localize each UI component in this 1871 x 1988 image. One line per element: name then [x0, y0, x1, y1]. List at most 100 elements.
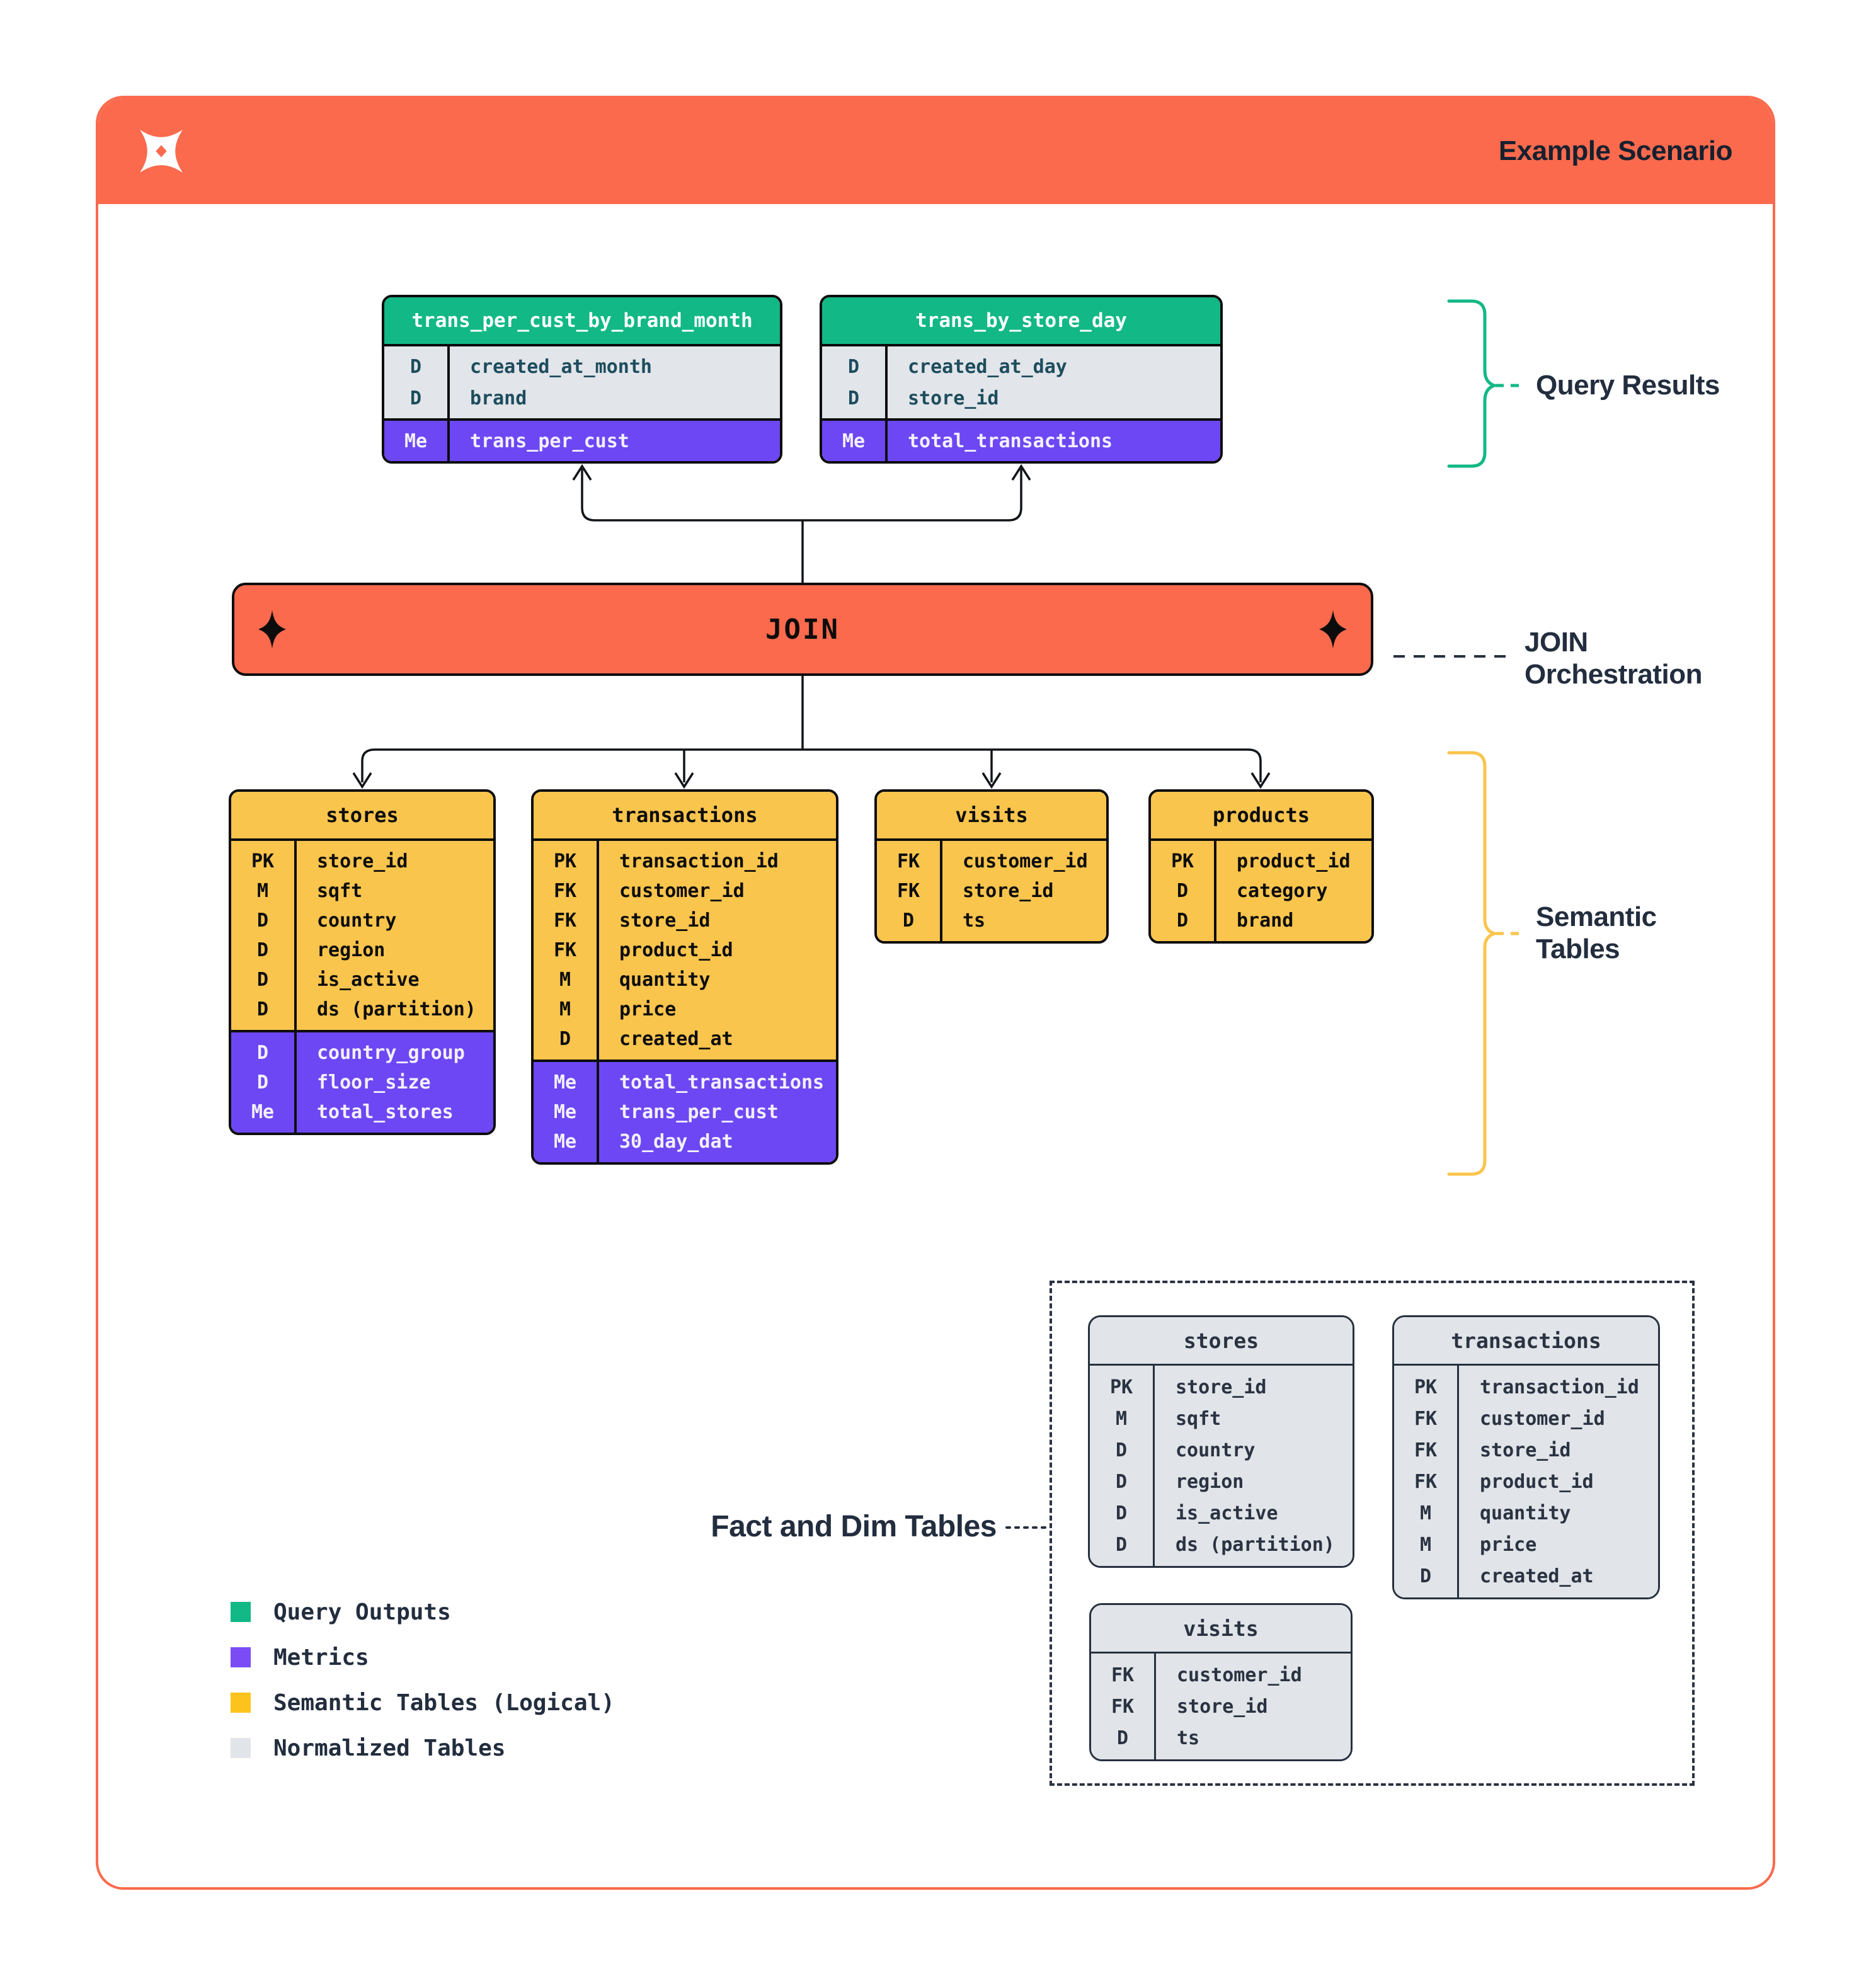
row-name: region: [317, 939, 386, 961]
row-key: FK: [553, 939, 577, 961]
row-key: D: [1115, 1502, 1128, 1524]
legend-swatch: [231, 1602, 251, 1622]
row-key: D: [559, 1028, 571, 1050]
row-key: FK: [1111, 1695, 1135, 1718]
row-key: M: [559, 998, 571, 1020]
row-key: FK: [1414, 1470, 1438, 1493]
table-title: transactions: [1394, 1317, 1658, 1366]
row-name: sqft: [1176, 1407, 1222, 1430]
key-column-divider: [1214, 841, 1216, 941]
row-key: D: [1176, 880, 1189, 902]
row-name: product_id: [1480, 1470, 1594, 1493]
row-name: ts: [1177, 1727, 1200, 1749]
row-key: FK: [1414, 1439, 1438, 1461]
row-name: ds (partition): [317, 998, 476, 1020]
row-key: M: [1419, 1502, 1432, 1524]
table-row: PK store_id: [231, 847, 493, 876]
row-name: store_id: [619, 910, 711, 932]
key-column-divider: [940, 841, 942, 941]
row-key: FK: [553, 910, 577, 932]
row-name: quantity: [1480, 1502, 1571, 1524]
row-name: ts: [963, 910, 986, 932]
table-title: visits: [877, 792, 1106, 841]
row-name: category: [1237, 880, 1328, 902]
row-key: D: [1116, 1727, 1129, 1749]
row-key: D: [409, 355, 422, 378]
row-key: FK: [1414, 1407, 1438, 1430]
row-key: M: [559, 969, 571, 991]
table-row: PK transaction_id: [534, 847, 836, 876]
row-key: D: [256, 969, 269, 991]
legend-swatch: [231, 1693, 251, 1713]
legend-item: Normalized Tables: [231, 1725, 615, 1771]
row-name: price: [619, 998, 677, 1020]
row-name: quantity: [619, 969, 711, 991]
page-title: Example Scenario: [1498, 135, 1733, 166]
row-name: store_id: [317, 850, 408, 872]
row-name: transaction_id: [619, 850, 779, 872]
table-row: FK store_id: [534, 906, 836, 935]
row-key: Me: [842, 430, 866, 452]
row-key: PK: [251, 850, 275, 872]
row-key: D: [1115, 1470, 1128, 1493]
row-name: total_stores: [317, 1101, 454, 1123]
join-bar: JOIN: [232, 583, 1373, 676]
legend-item: Query Outputs: [231, 1589, 615, 1635]
row-key: D: [1115, 1533, 1128, 1556]
row-key: PK: [553, 850, 577, 872]
join-label: JOIN: [765, 613, 840, 646]
row-key: M: [256, 880, 269, 902]
row-name: transaction_id: [1480, 1376, 1639, 1398]
row-name: country: [1176, 1439, 1256, 1461]
row-name: floor_size: [317, 1071, 431, 1094]
sparkle-x-logo: [140, 130, 183, 173]
row-key: PK: [1170, 850, 1194, 872]
row-key: D: [847, 387, 860, 409]
row-key: D: [256, 910, 269, 932]
legend-item: Semantic Tables (Logical): [231, 1680, 615, 1725]
row-name: created_at_month: [470, 355, 652, 378]
row-name: is_active: [317, 969, 420, 991]
row-name: store_id: [1480, 1439, 1571, 1461]
row-key: M: [1115, 1407, 1128, 1430]
key-column-divider: [1457, 1366, 1459, 1597]
row-name: sqft: [317, 880, 363, 902]
row-key: D: [1419, 1565, 1432, 1587]
key-column-divider: [1154, 1654, 1156, 1759]
row-name: 30_day_dat: [619, 1131, 733, 1153]
legend-item: Metrics: [231, 1635, 615, 1680]
